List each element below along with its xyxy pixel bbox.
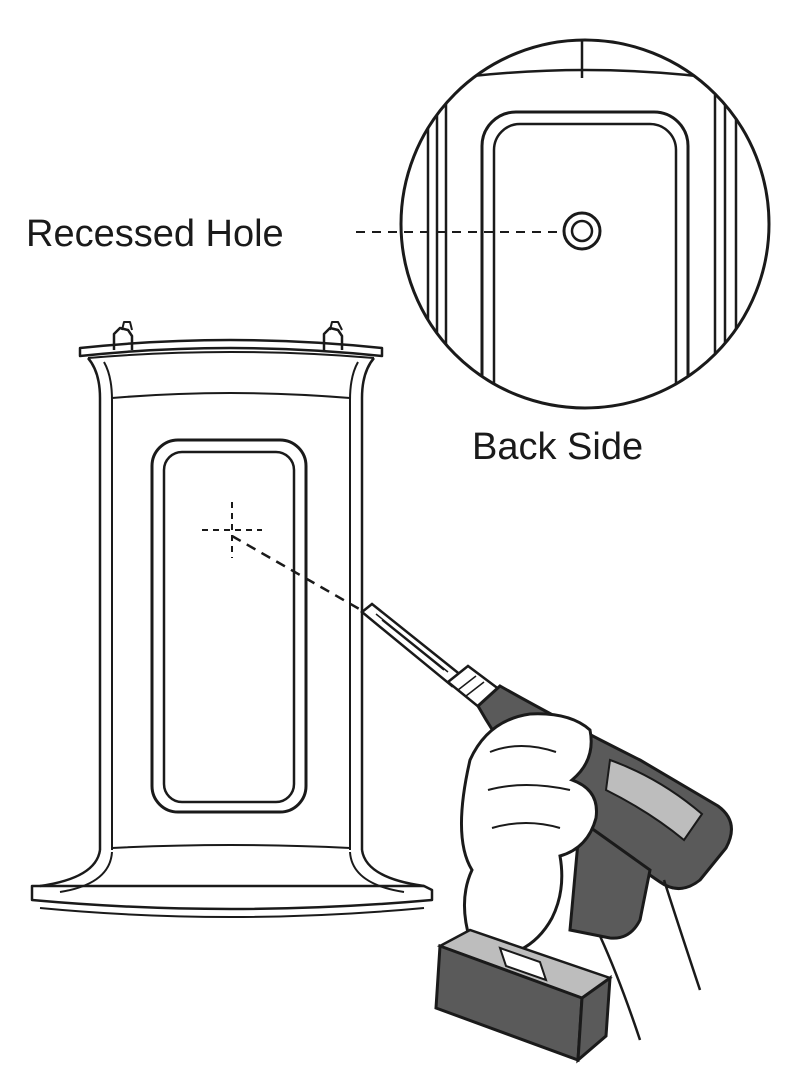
recessed-hole-label: Recessed Hole [26, 213, 284, 255]
back-side-label: Back Side [472, 426, 643, 468]
detail-view-contents [426, 40, 738, 408]
detail-view-back-side [399, 38, 771, 410]
battery-pack [434, 928, 613, 1064]
drill-target-crosshair [202, 502, 262, 558]
hand [459, 712, 702, 1041]
recessed-hole-mark [562, 211, 602, 251]
column-panel [30, 321, 434, 918]
drill-path-line [231, 534, 369, 616]
detail-circle-outline [399, 38, 771, 410]
